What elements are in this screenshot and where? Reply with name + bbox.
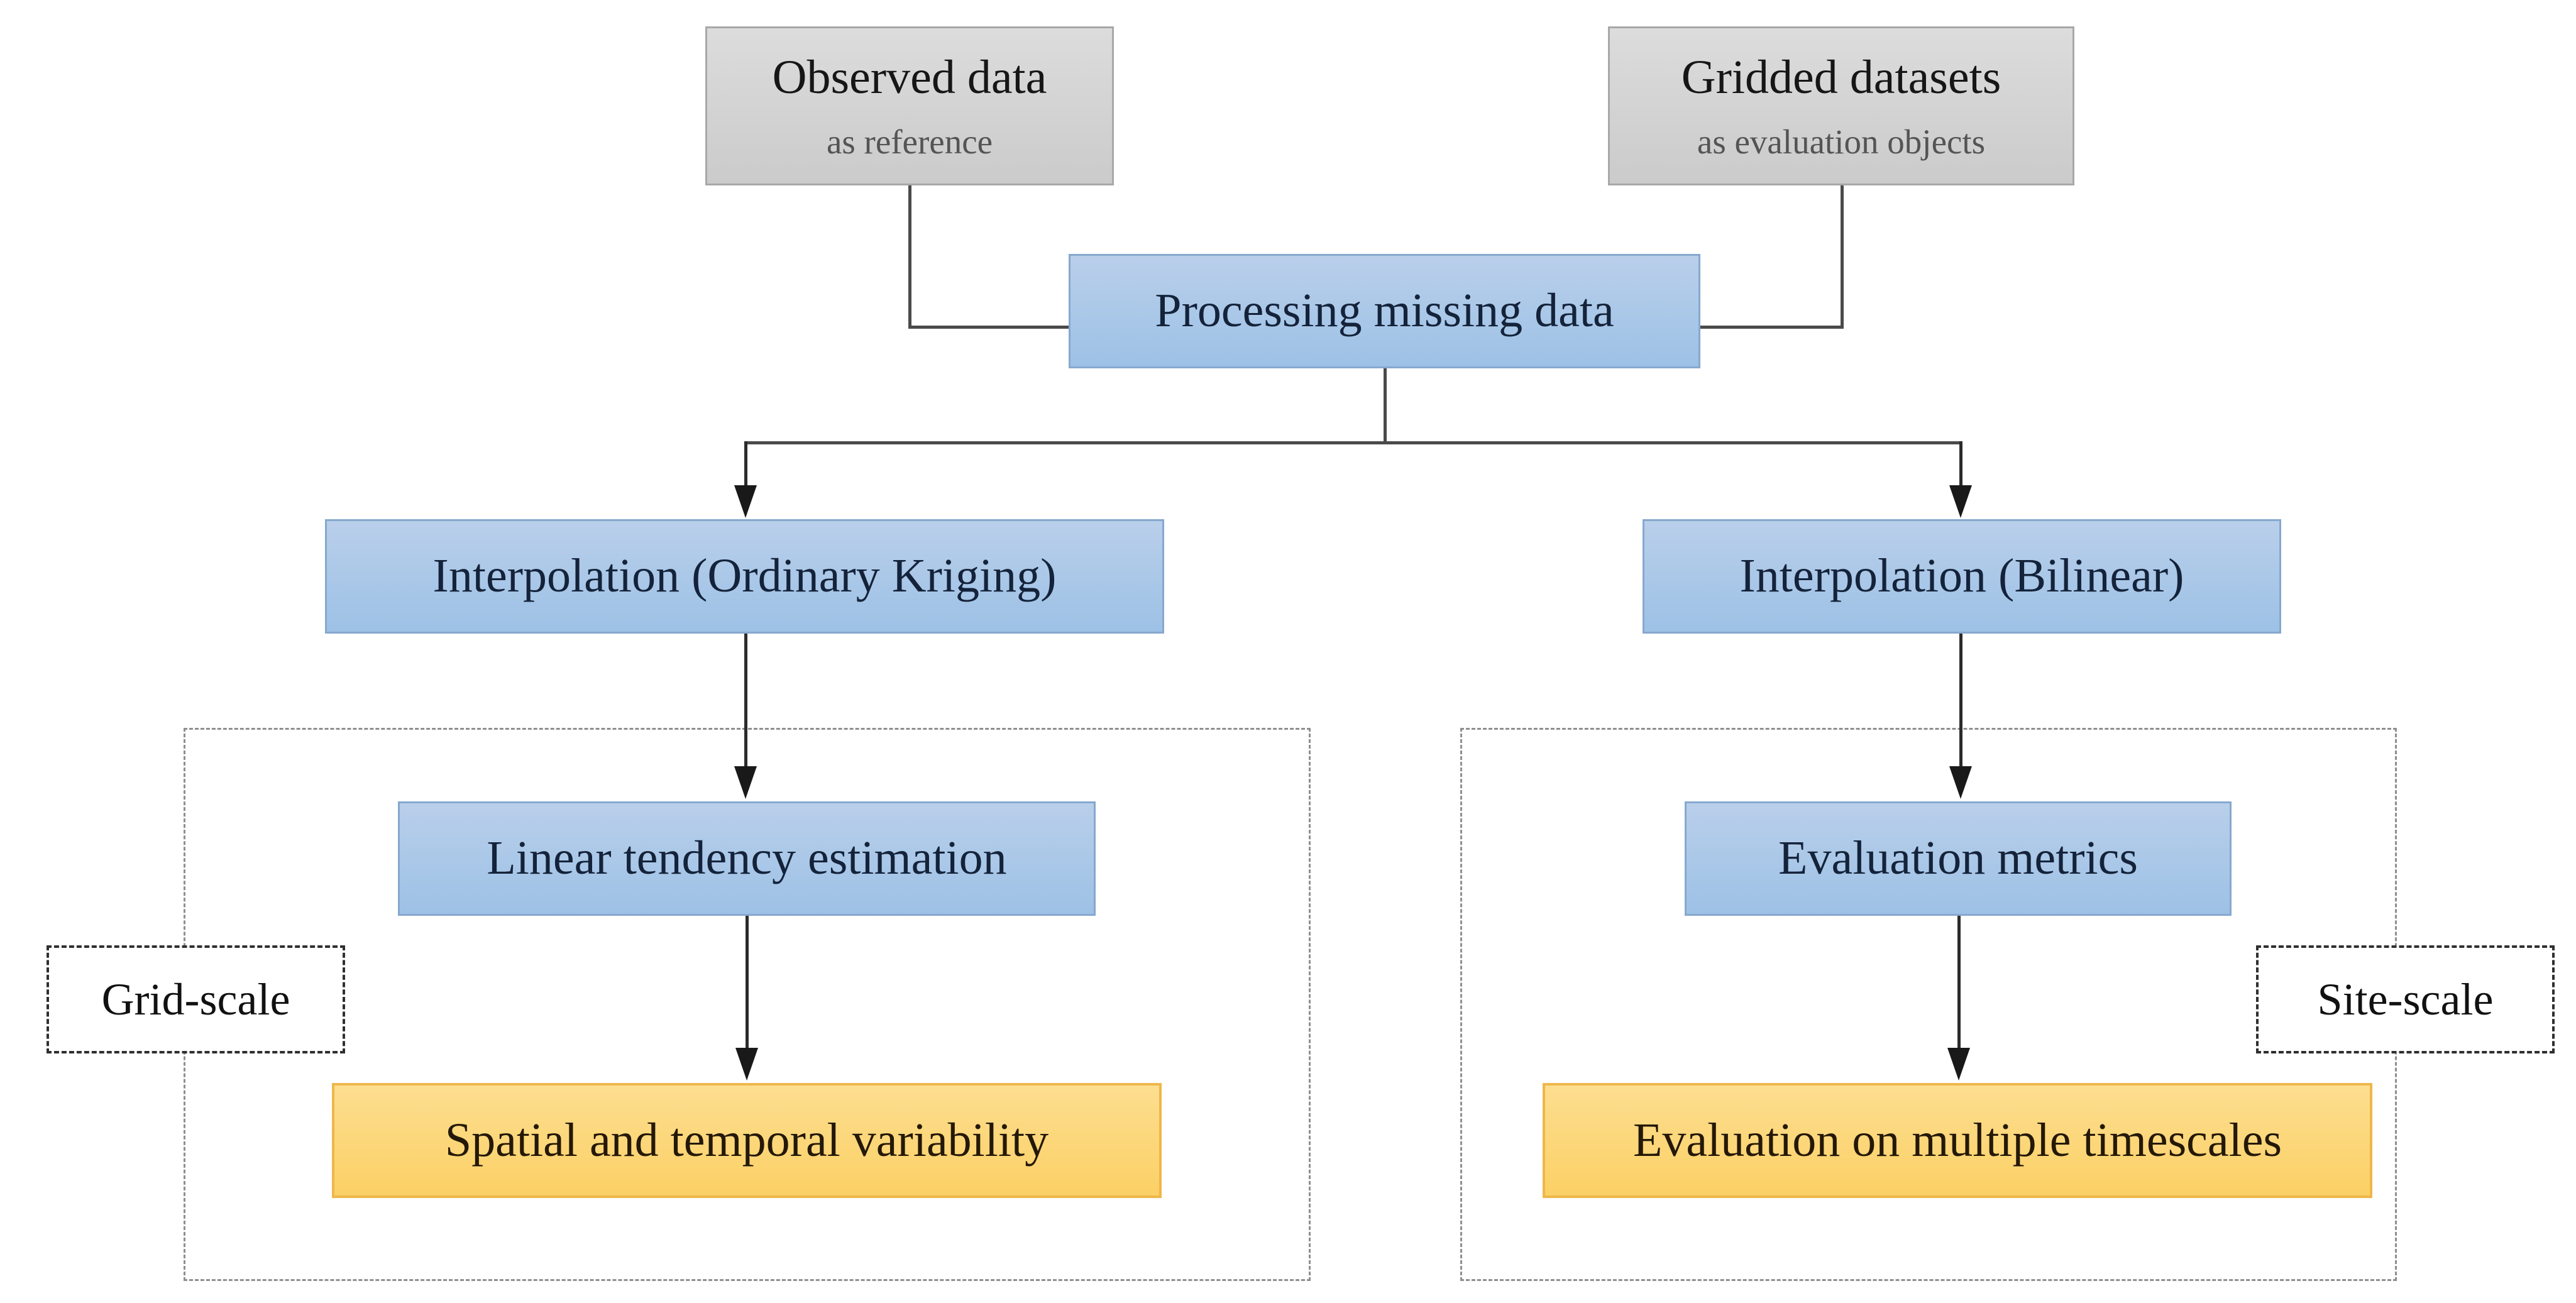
arrow-kriging-to-tendency-head [734,766,757,799]
node-gridded-datasets-title: Gridded datasets [1681,51,2001,104]
node-evaluation-metrics: Evaluation metrics [1685,801,2232,916]
arrow-split-to-kriging-stem [744,441,747,489]
connector-observed-to-processing-horizontal [908,326,1071,329]
node-spatial-temporal-variability: Spatial and temporal variability [332,1083,1162,1198]
arrow-kriging-to-tendency-stem [744,634,747,769]
node-gridded-datasets-subtitle: as evaluation objects [1697,122,1986,161]
connector-gridded-to-processing-vertical [1841,185,1844,329]
node-gridded-datasets: Gridded datasets as evaluation objects [1608,26,2074,185]
connector-processing-split-horizontal [744,441,1962,444]
node-linear-tendency-estimation-label: Linear tendency estimation [487,832,1007,885]
grid-scale-tag-label: Grid-scale [101,974,290,1025]
node-interpolation-bilinear: Interpolation (Bilinear) [1643,519,2281,634]
node-processing-missing-data: Processing missing data [1069,254,1700,368]
node-observed-data-title: Observed data [772,51,1047,104]
node-interpolation-bilinear-label: Interpolation (Bilinear) [1739,549,2184,603]
connector-processing-split-stem [1384,368,1387,444]
node-evaluation-multiple-timescales-label: Evaluation on multiple timescales [1632,1113,2282,1167]
arrow-metrics-to-timescales-head [1947,1048,1970,1080]
node-evaluation-metrics-label: Evaluation metrics [1778,832,2138,885]
connector-observed-to-processing-vertical [908,185,911,329]
arrow-tendency-to-spatial-head [735,1048,758,1080]
arrow-split-to-kriging-head [734,485,757,518]
arrow-metrics-to-timescales-stem [1957,916,1961,1050]
arrow-split-to-bilinear-stem [1959,441,1962,489]
connector-gridded-to-processing-horizontal [1700,326,1844,329]
node-linear-tendency-estimation: Linear tendency estimation [398,801,1096,916]
node-interpolation-kriging-label: Interpolation (Ordinary Kriging) [432,549,1057,603]
arrow-split-to-bilinear-head [1949,485,1972,518]
arrow-bilinear-to-metrics-head [1949,766,1972,799]
node-observed-data: Observed data as reference [705,26,1114,185]
node-observed-data-subtitle: as reference [826,122,993,161]
arrow-bilinear-to-metrics-stem [1959,634,1962,769]
node-evaluation-multiple-timescales: Evaluation on multiple timescales [1543,1083,2372,1198]
grid-scale-tag: Grid-scale [47,945,345,1053]
site-scale-tag-label: Site-scale [2317,974,2494,1025]
node-spatial-temporal-variability-label: Spatial and temporal variability [444,1113,1049,1167]
arrow-tendency-to-spatial-stem [746,916,749,1050]
node-interpolation-kriging: Interpolation (Ordinary Kriging) [325,519,1164,634]
node-processing-missing-data-label: Processing missing data [1155,284,1614,338]
site-scale-tag: Site-scale [2256,945,2555,1053]
